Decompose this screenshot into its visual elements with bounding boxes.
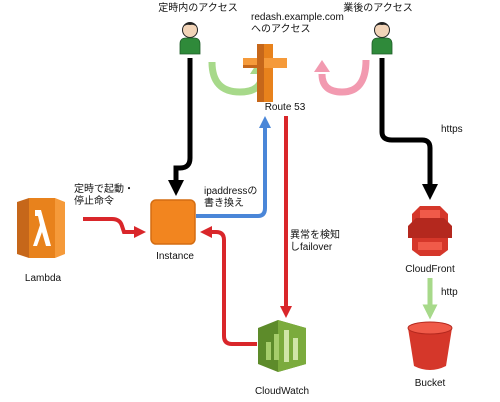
instance-label: Instance [156,251,194,262]
bucket-icon [407,321,453,370]
instance-icon [150,199,196,245]
route53-icon [243,44,287,102]
cloudwatch-label: CloudWatch [254,386,310,397]
route53-domain-label-2: へのアクセス [251,24,311,35]
lambda-icon [17,198,65,258]
user-right-label: 業後のアクセス [343,3,413,14]
lambda-label: Lambda [24,273,62,284]
user-icon [371,22,393,55]
user-left-label: 定時内のアクセス [158,3,238,14]
cycle-arrow-icon [314,59,370,96]
cloudfront-icon [408,206,452,256]
arrow-lambda-to-instance [83,217,146,238]
route53-label: Route 53 [264,102,306,113]
arrow-user-to-cloudfront [379,58,439,201]
cloudwatch-icon [258,320,306,372]
anomaly-label: 異常を検知 しfailover [290,230,340,253]
arrow-user-to-instance [167,58,193,197]
bucket-label: Bucket [414,378,446,389]
arrow-instance-to-route53 [196,116,271,218]
http-label: http [441,287,458,298]
https-label: https [441,124,463,135]
route53-domain-label: redash.example.com [251,12,344,23]
cloudfront-label: CloudFront [405,264,455,275]
arrow-cloudwatch-to-instance [200,226,257,346]
user-icon [179,22,201,55]
ipaddress-label: ipaddressの 書き換え [204,186,258,209]
schedule-label: 定時で起動・ 停止命令 [74,184,134,207]
